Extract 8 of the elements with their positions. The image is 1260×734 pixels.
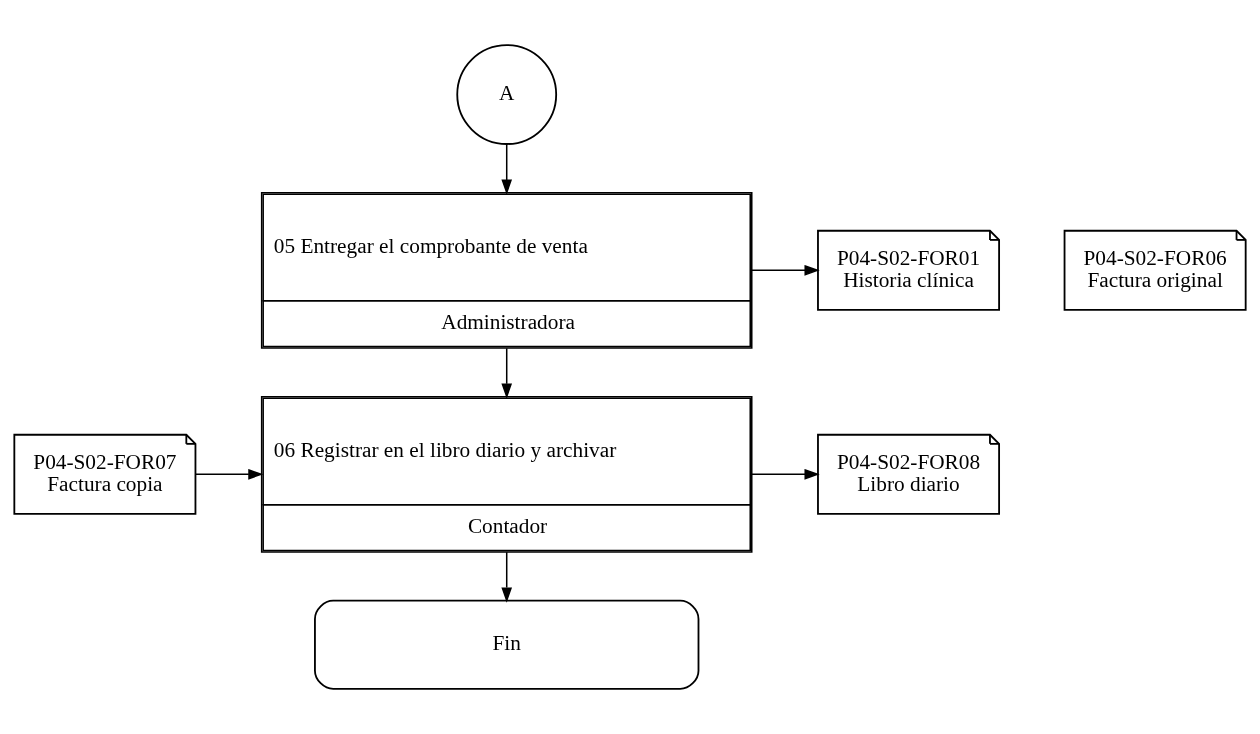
arrow — [501, 143, 513, 195]
arrow — [751, 468, 820, 480]
node-box: Fin — [314, 599, 700, 690]
arrow — [501, 347, 513, 399]
arrow — [501, 551, 513, 603]
arrow — [194, 468, 264, 480]
node-circle: A — [456, 44, 558, 145]
arrow — [751, 265, 820, 276]
